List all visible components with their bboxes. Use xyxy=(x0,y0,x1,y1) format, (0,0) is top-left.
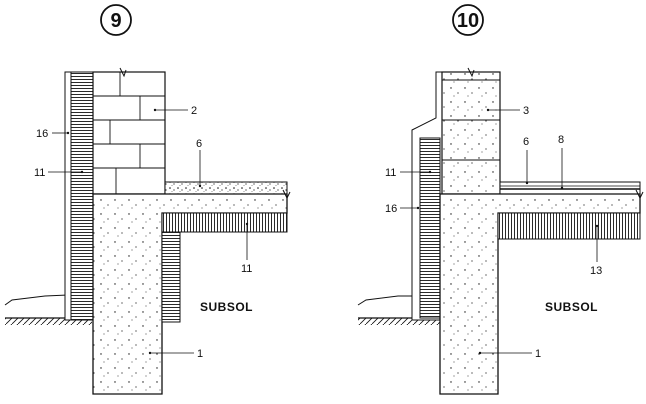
label-16: 16 xyxy=(36,128,48,140)
label-13: 13 xyxy=(590,265,602,277)
block-wall xyxy=(441,67,501,195)
callouts: 16 11 2 6 11 1 xyxy=(34,105,252,360)
detail-9: 9 xyxy=(4,4,291,395)
label-6: 6 xyxy=(196,138,202,150)
brick-wall xyxy=(92,67,166,195)
wall-insulation xyxy=(419,137,441,319)
label-1: 1 xyxy=(197,348,203,360)
label-16: 16 xyxy=(385,203,397,215)
room-label: SUBSOL xyxy=(200,300,253,314)
label-1: 1 xyxy=(535,348,541,360)
label-3: 3 xyxy=(523,105,529,117)
label-11-slab: 11 xyxy=(241,263,252,275)
outer-wall-skin xyxy=(64,71,72,321)
label-6: 6 xyxy=(523,136,529,148)
floor-screed xyxy=(164,181,288,195)
callouts: 11 16 3 6 8 13 1 xyxy=(385,105,602,360)
label-11-wall: 11 xyxy=(385,167,396,179)
room-label: SUBSOL xyxy=(545,300,598,314)
detail-number: 10 xyxy=(457,10,479,32)
detail-number-badge: 10 xyxy=(452,4,484,36)
floor-layers xyxy=(499,181,641,195)
label-11-wall: 11 xyxy=(34,167,45,179)
detail-number-badge: 9 xyxy=(100,4,132,36)
wall-insulation xyxy=(70,71,94,321)
detail-number: 9 xyxy=(110,10,121,32)
slab-insulation xyxy=(497,212,641,240)
label-8: 8 xyxy=(558,134,564,146)
label-2: 2 xyxy=(191,105,197,117)
detail-10: 10 xyxy=(357,4,644,395)
